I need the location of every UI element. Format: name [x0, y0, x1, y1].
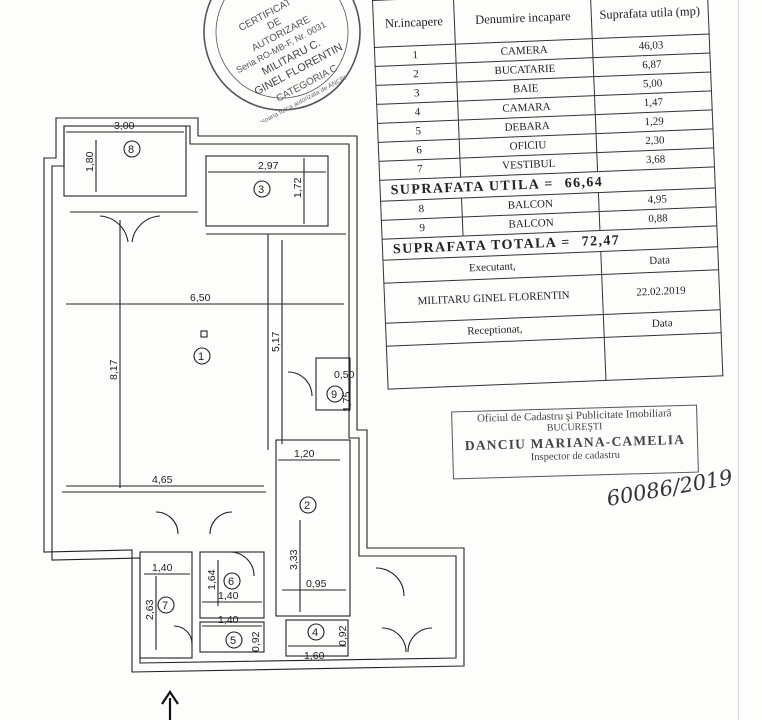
dim-1-80: 1,80	[84, 151, 96, 172]
door-arc	[155, 511, 233, 535]
header-area: Suprafata utila (mp)	[590, 0, 710, 39]
inner-wall	[51, 125, 457, 664]
dim-6-50: 6,50	[190, 292, 211, 304]
balcony-8-outline	[63, 125, 187, 197]
dim-4-65: 4,65	[152, 474, 173, 486]
dim-0-92-b: 0,92	[337, 625, 349, 646]
door-arc	[287, 371, 313, 397]
dim-0-92-a: 0,92	[250, 631, 262, 652]
room-number-6: 6	[228, 576, 234, 588]
room-circle-9	[326, 385, 344, 403]
dim-2-63: 2,63	[144, 599, 156, 620]
room-circle-7	[157, 596, 175, 614]
room-circle-1	[193, 347, 211, 365]
bath-3-outline	[205, 155, 329, 227]
room-circle-3	[253, 180, 271, 198]
certification-stamp: CERTIFICAT DE AUTORIZARE Seria RO-MB-F, …	[203, 0, 361, 122]
dim-1-20: 1,20	[294, 448, 315, 460]
storage-5-outline	[199, 621, 265, 653]
room-number-7: 7	[162, 600, 168, 612]
floor-plan: 1 2 3 4 5 6 7 8 9 3,00 1,80 2,97 1,72 6,…	[43, 117, 465, 720]
room-number-9: 9	[331, 389, 337, 401]
paper-edge	[738, 0, 739, 720]
room-circle-8	[123, 140, 141, 158]
executant-date: 22.02.2019	[601, 269, 721, 315]
dim-1-40-b: 1,40	[218, 590, 239, 602]
dim-5-17: 5,17	[270, 331, 282, 352]
room-number-5: 5	[230, 635, 236, 647]
dim-1-60: 1,60	[304, 650, 325, 662]
header-name: Denumire incapare	[453, 0, 593, 45]
balcony-9-outline	[315, 357, 351, 411]
room-number-2: 2	[304, 500, 310, 512]
entrance-arrow-icon	[161, 690, 179, 720]
room-number-8: 8	[128, 144, 134, 156]
dim-8-17: 8,17	[108, 359, 120, 380]
ocpi-stamp: Oficiul de Cadastru şi Publicitate Imobi…	[451, 404, 699, 480]
door-arc	[229, 551, 255, 577]
room-circle-4	[307, 623, 325, 641]
door-arc	[99, 215, 161, 243]
room-circle-2	[299, 496, 317, 514]
pantry-4-outline	[285, 619, 349, 657]
room-number-1: 1	[198, 351, 204, 363]
room-number-3: 3	[258, 184, 264, 196]
dim-1-64: 1,64	[206, 569, 218, 590]
dim-2-97: 2,97	[258, 160, 279, 172]
door-arc	[375, 567, 405, 597]
dim-1-75: 1,75	[341, 391, 353, 412]
dim-0-50: 0,50	[334, 369, 355, 381]
room-circle-6	[223, 572, 241, 590]
room-number-4: 4	[312, 627, 318, 639]
kitchen-2-outline	[275, 439, 351, 617]
door-arc	[381, 627, 433, 653]
useful-total-value: 66,64	[564, 174, 604, 191]
dim-1-40-c: 1,40	[218, 614, 239, 626]
dim-3-33: 3,33	[288, 549, 300, 570]
dim-0-95: 0,95	[306, 578, 327, 590]
room-circle-5	[225, 631, 243, 649]
door-arc	[173, 625, 193, 645]
vestibul-7-outline	[139, 551, 193, 659]
grand-total-value: 72,47	[581, 232, 621, 250]
outer-wall	[43, 117, 465, 673]
header-nr: Nr.incapere	[372, 0, 456, 48]
dim-1-72: 1,72	[292, 177, 304, 198]
column-marker	[200, 330, 208, 338]
dim-1-40-a: 1,40	[152, 562, 173, 574]
dim-3-00: 3,00	[114, 120, 135, 132]
receptionat-date-cell	[604, 332, 723, 381]
